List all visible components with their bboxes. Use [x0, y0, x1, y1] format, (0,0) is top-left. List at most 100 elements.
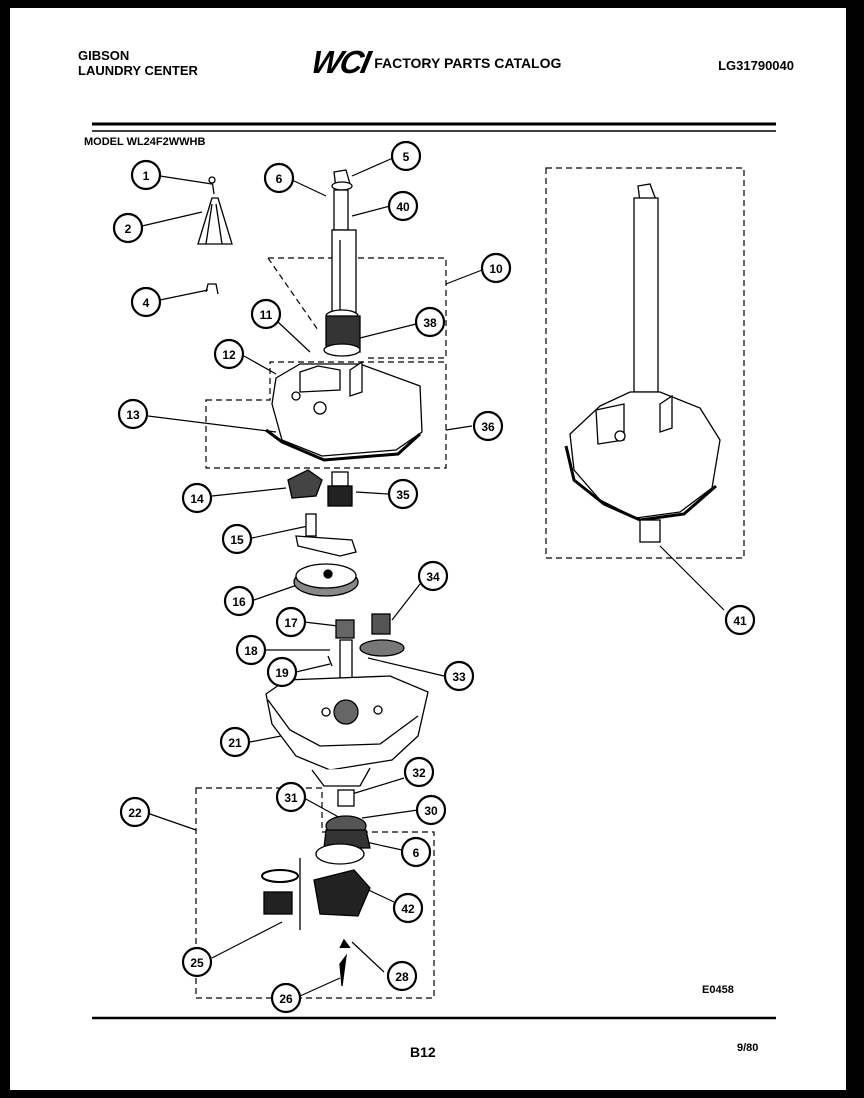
callout-18: 18	[235, 634, 267, 666]
callout-circle	[387, 190, 419, 222]
callout-25: 25	[181, 946, 213, 978]
callout-38: 38	[414, 306, 446, 338]
callout-circle	[275, 781, 307, 813]
callout-circle	[119, 796, 151, 828]
callout-33: 33	[443, 660, 475, 692]
brand-block: GIBSON LAUNDRY CENTER	[78, 48, 198, 78]
callout-31: 31	[275, 781, 307, 813]
callout-circle	[443, 660, 475, 692]
callout-circle	[480, 252, 512, 284]
part-transmission-assembly-41	[564, 183, 721, 543]
callout-40: 40	[387, 190, 419, 222]
callout-circle	[117, 398, 149, 430]
callout-circle	[221, 523, 253, 555]
part-crank-15	[295, 513, 357, 557]
callout-number: 12	[222, 348, 236, 362]
callout-number: 6	[413, 846, 420, 860]
callout-number: 13	[126, 408, 140, 422]
callout-circle	[270, 982, 302, 1014]
header-rules	[92, 122, 776, 1020]
callout-17: 17	[275, 606, 307, 638]
callout-number: 10	[489, 262, 503, 276]
assembly-group-boxes	[195, 167, 745, 999]
callout-circle	[387, 478, 419, 510]
callout-number: 21	[228, 736, 242, 750]
page-number: B12	[410, 1044, 436, 1060]
callout-10: 10	[480, 252, 512, 284]
part-gearcase-21	[265, 675, 429, 787]
brand-product: LAUNDRY CENTER	[78, 63, 198, 78]
callout-4: 4	[130, 286, 162, 318]
callout-circle	[130, 286, 162, 318]
callout-41: 41	[724, 604, 756, 636]
callout-number: 11	[260, 308, 273, 322]
callout-6a: 6	[263, 162, 295, 194]
callout-42: 42	[392, 892, 424, 924]
callout-number: 36	[481, 420, 495, 434]
callout-circle	[266, 656, 298, 688]
callout-number: 41	[733, 614, 747, 628]
callout-circle	[235, 634, 267, 666]
group-box-22	[195, 787, 435, 999]
brand-name: GIBSON	[78, 48, 130, 63]
callout-number: 5	[403, 150, 410, 164]
callout-number: 35	[396, 488, 410, 502]
callout-number: 19	[275, 666, 289, 680]
catalog-title: FACTORY PARTS CATALOG	[374, 54, 562, 71]
callout-11: 11	[250, 298, 282, 330]
callout-14: 14	[181, 482, 213, 514]
callout-circle	[390, 140, 422, 172]
revision-date: 9/80	[737, 1042, 759, 1054]
callout-circle	[213, 338, 245, 370]
diagram-code: E0458	[702, 984, 734, 996]
catalog-heading: WCI FACTORY PARTS CATALOG	[308, 44, 562, 81]
part-agitator-shaft	[323, 169, 361, 357]
callout-35: 35	[387, 478, 419, 510]
callout-number: 42	[401, 902, 415, 916]
callout-number: 2	[125, 222, 132, 236]
callout-circle	[724, 604, 756, 636]
callout-6b: 6	[400, 836, 432, 868]
callout-36: 36	[472, 410, 504, 442]
callout-circle	[223, 585, 255, 617]
callout-circle	[400, 836, 432, 868]
callout-number: 4	[143, 296, 150, 310]
callout-circle	[403, 756, 435, 788]
callout-circle	[250, 298, 282, 330]
callout-number: 34	[426, 570, 440, 584]
callout-number: 15	[230, 533, 244, 547]
leader-lines	[141, 157, 725, 997]
callout-19: 19	[266, 656, 298, 688]
part-drawings	[197, 169, 721, 987]
callout-22: 22	[119, 796, 151, 828]
callout-circle	[219, 726, 251, 758]
part-gear-34	[359, 613, 405, 657]
callout-circle	[275, 606, 307, 638]
callout-number: 18	[244, 644, 258, 658]
part-clip	[205, 283, 219, 295]
part-bushing-17	[335, 619, 355, 639]
callout-32: 32	[403, 756, 435, 788]
callout-circle	[263, 162, 295, 194]
callout-34: 34	[417, 560, 449, 592]
part-pin-19	[327, 655, 333, 667]
wci-logo: WCI	[308, 44, 373, 80]
callout-number: 22	[128, 806, 142, 820]
callout-12: 12	[213, 338, 245, 370]
callout-circle	[392, 892, 424, 924]
callout-16: 16	[223, 585, 255, 617]
callout-number: 6	[276, 172, 283, 186]
callout-number: 33	[452, 670, 466, 684]
callout-28: 28	[386, 960, 418, 992]
callout-5: 5	[390, 140, 422, 172]
part-screw	[208, 176, 216, 195]
callout-number: 17	[284, 616, 298, 630]
part-main-gear-16	[293, 563, 359, 597]
callout-number: 40	[396, 200, 410, 214]
callout-number: 30	[424, 804, 438, 818]
callout-number: 1	[143, 169, 150, 183]
callout-circle	[417, 560, 449, 592]
model-label: MODEL WL24F2WWHB	[84, 136, 206, 148]
